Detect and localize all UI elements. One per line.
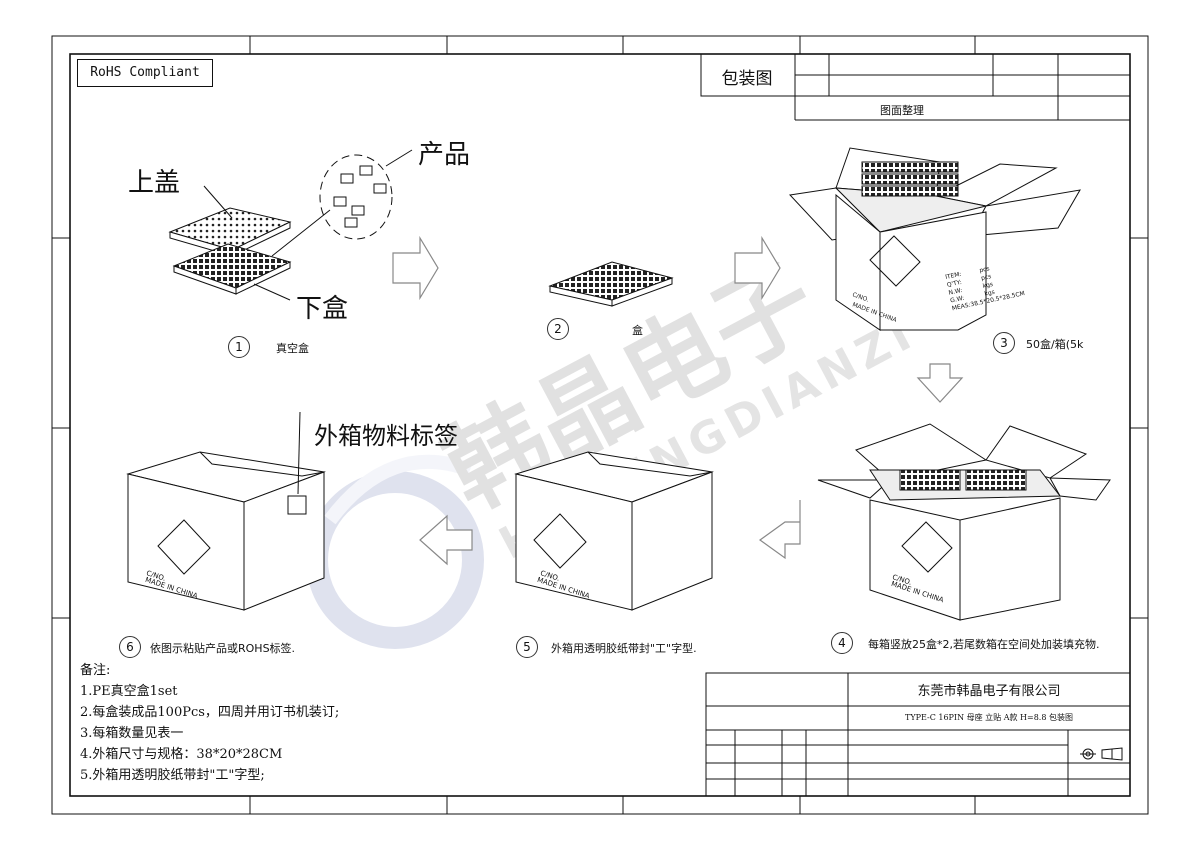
step-5-number: 5 xyxy=(516,636,538,658)
step-6-number: 6 xyxy=(119,636,141,658)
step-1-caption: 真空盒 xyxy=(276,342,309,355)
step1-trays xyxy=(168,149,413,301)
company-name: 东莞市韩晶电子有限公司 xyxy=(917,684,1061,699)
step-5-caption: 外箱用透明胶纸带封"工"字型. xyxy=(551,642,697,655)
step-4-number: 4 xyxy=(831,632,853,654)
header-table xyxy=(700,53,1131,121)
title-block xyxy=(705,672,1131,797)
drawing-title: 包装图 xyxy=(721,69,773,89)
step-3-number: 3 xyxy=(993,332,1015,354)
step-3-caption: 50盒/箱(5k xyxy=(1026,338,1084,351)
note-item: 1.PE真空盒1set xyxy=(80,684,178,699)
top-cover-label: 上盖 xyxy=(128,168,181,198)
notes-heading: 备注: xyxy=(80,663,111,678)
step2-tray xyxy=(548,261,674,307)
sheet-border xyxy=(51,35,1149,815)
flow-arrows xyxy=(392,235,964,566)
note-item: 5.外箱用透明胶纸带封"工"字型; xyxy=(80,768,265,783)
step5-carton xyxy=(514,451,714,611)
step-2-caption: 盒 xyxy=(632,324,643,337)
drawing-subtitle: 图面整理 xyxy=(880,104,924,117)
bottom-box-label: 下盒 xyxy=(296,294,349,324)
notes-block: 备注: 1.PE真空盒1set 2.每盒装成品100Pcs，四周并用订书机装订;… xyxy=(80,660,339,786)
product-label: 产品 xyxy=(418,140,471,170)
step-2-number: 2 xyxy=(547,318,569,340)
step4-carton xyxy=(817,423,1111,621)
step-1-number: 1 xyxy=(228,336,250,358)
outer-label-label: 外箱物料标签 xyxy=(314,422,458,450)
step6-carton xyxy=(126,411,326,611)
step-4-caption: 每箱竖放25盒*2,若尾数箱在空间处加装填充物. xyxy=(868,638,1100,651)
rohs-badge: RoHS Compliant xyxy=(77,59,213,87)
step3-open-carton xyxy=(788,147,1081,331)
step-6-caption: 依图示粘贴产品或ROHS标签. xyxy=(150,642,296,655)
note-item: 3.每箱数量见表一 xyxy=(80,726,184,741)
document-title: TYPE-C 16PIN 母座 立贴 A款 H=8.8 包装图 xyxy=(905,713,1073,722)
note-item: 4.外箱尺寸与规格：38*20*28CM xyxy=(80,747,283,762)
note-item: 2.每盒装成品100Pcs，四周并用订书机装订; xyxy=(80,705,340,720)
